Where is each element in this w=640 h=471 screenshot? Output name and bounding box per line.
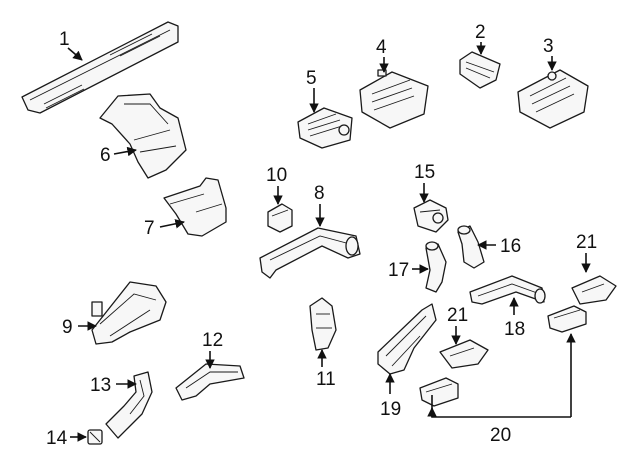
part-15-duct-elbow [413,199,449,233]
part-4-center-air-vent [359,69,429,129]
callout-9: 9 [62,317,73,338]
part-21-duct-cover-upper [571,275,617,305]
callout-12: 12 [202,330,223,351]
callout-18: 18 [504,319,525,340]
leader-1 [67,47,83,61]
callout-3: 3 [543,36,554,57]
leader-6 [113,146,137,157]
part-10-clip-bracket [267,203,293,233]
leader-20 [427,333,576,418]
part-13-rear-duct-bracket [105,371,153,439]
callout-15: 15 [414,162,435,183]
part-14-grommet [87,429,103,445]
callout-16: 16 [500,236,521,257]
callout-5: 5 [306,68,317,89]
leader-7 [159,219,185,229]
callout-10: 10 [266,165,287,186]
callout-21-upper: 21 [576,232,597,253]
part-20-outlet-duct-right [547,305,587,333]
callout-21-center: 21 [447,305,468,326]
callout-4: 4 [376,37,387,58]
callout-11: 11 [316,369,336,390]
part-18-rear-floor-duct [469,275,546,305]
part-8-console-duct [259,227,361,279]
part-1-dash-trim-strip [21,21,179,114]
part-17-curved-duct [425,241,447,293]
part-19-long-console-duct [377,303,437,375]
callout-17: 17 [388,260,409,281]
part-9-rear-floor-duct [91,281,167,345]
part-11-defroster-connector [309,297,337,351]
part-2-vent-bezel [459,51,501,89]
part-20-outlet-duct-lower [419,377,459,407]
callout-8: 8 [314,183,325,204]
callout-20: 20 [490,425,511,446]
part-3-right-air-vent [517,69,589,129]
callout-13: 13 [90,375,111,396]
part-6-center-duct-housing [99,93,187,179]
part-21-duct-cover-center [439,339,489,369]
part-5-left-air-vent [297,107,353,149]
part-12-side-duct [175,363,245,401]
callout-6: 6 [100,145,111,166]
callout-1: 1 [59,29,70,50]
part-7-floor-duct [163,177,227,237]
callout-19: 19 [380,399,401,420]
callout-2: 2 [475,22,486,43]
callout-14: 14 [46,428,68,449]
part-16-rear-duct-tube [457,225,485,269]
callout-7: 7 [144,218,155,239]
